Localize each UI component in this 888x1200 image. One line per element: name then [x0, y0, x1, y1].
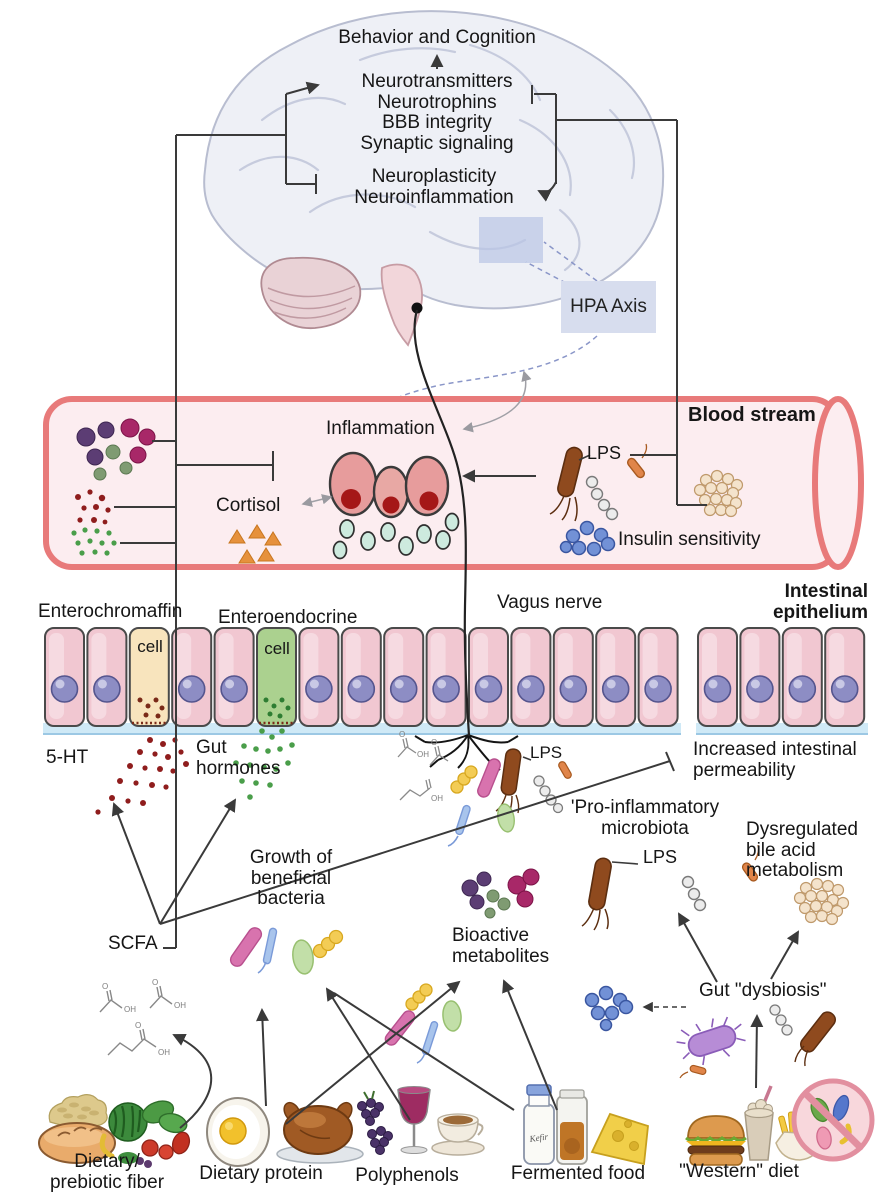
- label-lps-leak: LPS: [530, 743, 563, 762]
- hpa-dashed-connectors: [259, 241, 598, 501]
- label-scfa: SCFA: [108, 933, 158, 954]
- label-dietary-fiber: Dietary/ prebiotic fiber: [49, 1151, 165, 1193]
- label-insulin-sensitivity: Insulin sensitivity: [618, 529, 761, 550]
- svg-text:O: O: [102, 982, 108, 991]
- svg-text:OH: OH: [417, 750, 429, 759]
- svg-text:O: O: [431, 738, 437, 747]
- cheese-icon: [590, 1112, 649, 1166]
- pro-inflammatory-lps-icon: [581, 844, 760, 931]
- vegetables-icon: [99, 1100, 191, 1168]
- label-growth-beneficial: Growth of beneficial bacteria: [249, 847, 333, 910]
- enteroendocrine-cell: [256, 627, 297, 727]
- enterochromaffin-cell: [128, 627, 170, 727]
- label-dietary-protein: Dietary protein: [199, 1163, 323, 1184]
- vessel-end-cap: [812, 396, 864, 570]
- label-inflammation: Inflammation: [326, 418, 435, 439]
- svg-text:Kefir: Kefir: [528, 1131, 549, 1144]
- scfa-molecule-icon: O OH O OH: [397, 730, 449, 803]
- kefir-bottle-icon: Kefir: [523, 1084, 555, 1165]
- svg-text:OH: OH: [174, 1001, 186, 1010]
- label-lps-mid: LPS: [643, 847, 678, 867]
- label-blood-stream: Blood stream: [688, 404, 816, 426]
- label-bioactive-metabolites: Bioactive metabolites: [452, 925, 550, 967]
- serotonin-release-icon: [95, 737, 189, 815]
- signal-lines: [111, 54, 799, 1129]
- inflammation-cells-icon: [328, 451, 450, 519]
- label-cortisol: Cortisol: [216, 495, 281, 516]
- blackberries-icon: [357, 1090, 393, 1155]
- hpa-region-highlight: [479, 217, 543, 263]
- cerebellum: [260, 256, 362, 329]
- bread-icon: [38, 1122, 116, 1164]
- hpa-axis-box: HPA Axis: [561, 281, 656, 333]
- bile-acids-in-blood-icon: [693, 469, 744, 518]
- wine-glass-icon: [397, 1086, 431, 1154]
- dysbiosis-microbes-icon: [676, 1004, 836, 1079]
- label-bile-acid: Dysregulated bile acid metabolism: [746, 819, 858, 882]
- leaking-microbes-icon: [447, 748, 572, 847]
- gut-hormones-release-icon: [233, 728, 295, 800]
- label-permeability: Increased intestinal permeability: [693, 739, 857, 781]
- milkshake-icon: [744, 1085, 774, 1161]
- insulin-dots-2-icon: [584, 985, 634, 1032]
- svg-text:O: O: [399, 730, 405, 739]
- vagus-nerve-path: [413, 309, 471, 737]
- brainstem: [380, 263, 423, 347]
- cortisol-icon: [228, 524, 282, 564]
- serotonin-in-blood-icon: [75, 489, 111, 525]
- hormones-in-blood-icon: [71, 527, 117, 556]
- label-vagus-nerve: Vagus nerve: [497, 592, 603, 613]
- scfa-molecules-icon: O OH O OH O OH: [99, 978, 186, 1057]
- label-serotonin: 5-HT: [46, 747, 89, 768]
- label-fermented-food: Fermented food: [510, 1163, 646, 1184]
- label-behavior-cognition: Behavior and Cognition: [338, 27, 536, 48]
- label-hpa-axis: HPA Axis: [570, 296, 647, 317]
- label-lps-blood: LPS: [587, 443, 622, 463]
- label-enteroendocrine: Enteroendocrine: [218, 607, 358, 628]
- burger-icon: [685, 1115, 747, 1166]
- label-neuro-modulators: Neurotransmitters Neurotrophins BBB inte…: [360, 71, 514, 154]
- insulin-dots-icon: [559, 520, 616, 557]
- bioactive-metabolites-icon: [461, 868, 540, 919]
- label-enterochromaffin: Enterochromaffin: [38, 601, 183, 622]
- bile-acids-icon: [793, 877, 850, 926]
- vagus-origin-dot: [411, 302, 423, 314]
- label-neuroplasticity: Neuroplasticity Neuroinflammation: [354, 166, 514, 208]
- label-western-diet: "Western" diet: [679, 1161, 799, 1182]
- label-ec-cell-word: cell: [137, 637, 163, 656]
- gray-feedback-arrows: [301, 370, 532, 507]
- label-pro-inflammatory: 'Pro-inflammatory microbiota: [570, 797, 720, 839]
- label-gut-hormones: Gut hormones: [196, 737, 281, 779]
- metabolites-in-blood-icon: [76, 418, 156, 481]
- svg-text:OH: OH: [431, 794, 443, 803]
- svg-text:OH: OH: [124, 1005, 136, 1014]
- kombucha-bottle-icon: [556, 1089, 588, 1165]
- label-polyphenols: Polyphenols: [355, 1165, 459, 1186]
- no-vegetables-icon: [791, 1078, 875, 1162]
- label-gut-dysbiosis: Gut "dysbiosis": [699, 980, 827, 1001]
- egg-icon: [206, 1097, 270, 1167]
- label-intestinal-epithelium: Intestinal epithelium: [772, 581, 868, 623]
- roast-chicken-icon: [276, 1101, 364, 1164]
- cytokines-icon: [332, 512, 460, 560]
- coffee-cup-icon: [431, 1113, 485, 1156]
- intestinal-epithelium-row: [43, 627, 868, 735]
- basement-membrane: [43, 723, 681, 734]
- lps-bacterium-blood-icon: [549, 443, 648, 522]
- beneficial-bacteria-icon: [229, 927, 344, 975]
- svg-text:O: O: [152, 978, 158, 987]
- svg-text:O: O: [135, 1021, 141, 1030]
- svg-text:OH: OH: [158, 1048, 170, 1057]
- oats-icon: [48, 1094, 108, 1128]
- label-ee-cell-word: cell: [264, 639, 290, 658]
